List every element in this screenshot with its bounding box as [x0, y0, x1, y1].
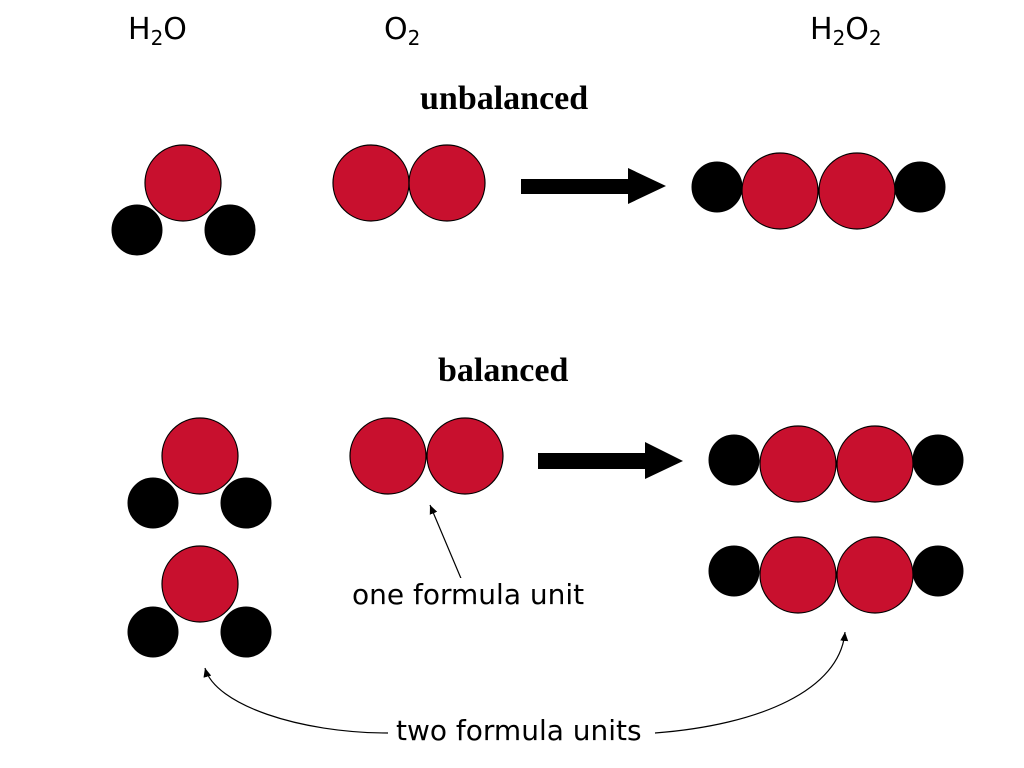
label-two-formula-units: two formula units — [392, 714, 646, 747]
hydrogen-atom — [708, 545, 760, 597]
oxygen-atom — [741, 152, 819, 230]
hydrogen-atom — [912, 545, 964, 597]
oxygen-atom — [836, 536, 914, 614]
oxygen-atom — [332, 144, 410, 222]
oxygen-atom — [161, 545, 239, 623]
hydrogen-atom — [894, 161, 946, 213]
water-molecule-unbalanced — [111, 144, 256, 256]
hydrogen-atom — [220, 477, 272, 529]
hydrogen-atom — [204, 204, 256, 256]
hydrogen-atom — [708, 434, 760, 486]
hydrogen-atom — [220, 606, 272, 658]
oxygen-atom — [408, 144, 486, 222]
formula-o2: O2 — [384, 12, 421, 50]
label-one-formula-unit: one formula unit — [348, 578, 589, 611]
hydrogen-atom — [691, 161, 743, 213]
peroxide-molecule-balanced-1 — [708, 425, 964, 503]
reaction-arrow — [521, 168, 666, 204]
oxygen-atom — [161, 417, 239, 495]
oxygen-atom — [144, 144, 222, 222]
oxygen-atom — [759, 536, 837, 614]
peroxide-molecule-balanced-2 — [708, 536, 964, 614]
oxygen-atom — [836, 425, 914, 503]
hydrogen-atom — [127, 606, 179, 658]
oxygen-molecule-unbalanced — [332, 144, 486, 222]
oxygen-atom — [426, 417, 504, 495]
hydrogen-atom — [127, 477, 179, 529]
oxygen-atom — [818, 152, 896, 230]
pointer-arrow-two-units-left — [203, 667, 389, 734]
formula-h2o2: H2O2 — [810, 12, 882, 50]
reaction-arrow — [538, 442, 683, 479]
oxygen-atom — [759, 425, 837, 503]
heading-unbalanced: unbalanced — [420, 80, 589, 117]
peroxide-molecule-unbalanced — [691, 152, 946, 230]
water-molecule-balanced-2 — [127, 545, 272, 658]
hydrogen-atom — [912, 434, 964, 486]
oxygen-atom — [349, 417, 427, 495]
formula-h2o: H2O — [128, 12, 187, 50]
heading-balanced: balanced — [438, 352, 569, 389]
oxygen-molecule-balanced — [349, 417, 504, 495]
water-molecule-balanced-1 — [127, 417, 272, 529]
pointer-arrow-two-units-right — [654, 631, 849, 734]
hydrogen-atom — [111, 204, 163, 256]
